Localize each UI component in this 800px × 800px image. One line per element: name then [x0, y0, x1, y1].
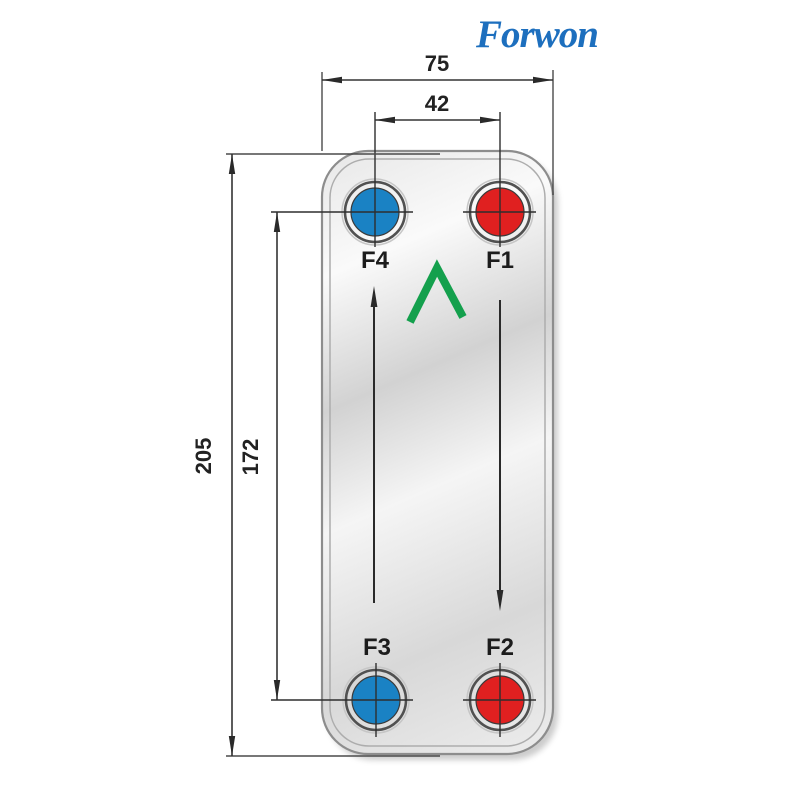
plate-inner-contour	[329, 158, 546, 747]
dim-arrow-icon	[480, 116, 500, 124]
port-label-f3: F3	[363, 634, 391, 661]
dim-arrow-icon	[322, 76, 342, 84]
port-label-f4: F4	[361, 247, 390, 274]
brand-logo: Forwon	[475, 13, 598, 56]
dim-label-overall-height: 205	[191, 438, 216, 475]
dim-label-overall-width: 75	[425, 51, 449, 76]
dim-arrow-icon	[375, 116, 395, 124]
dim-label-port-spacing-height: 172	[238, 439, 263, 476]
dim-arrow-icon	[533, 76, 553, 84]
dim-arrow-icon	[273, 680, 281, 700]
dim-arrow-icon	[273, 212, 281, 232]
plate-body	[320, 149, 555, 756]
dim-arrow-icon	[228, 736, 236, 756]
dim-label-port-spacing-width: 42	[425, 91, 449, 116]
port-label-f2: F2	[486, 634, 514, 661]
dim-arrow-icon	[228, 154, 236, 174]
flow-down-arrow-icon	[496, 590, 504, 611]
flow-up-arrow-icon	[370, 286, 378, 307]
port-label-f1: F1	[486, 247, 514, 274]
chevron-flow-icon	[406, 259, 467, 324]
